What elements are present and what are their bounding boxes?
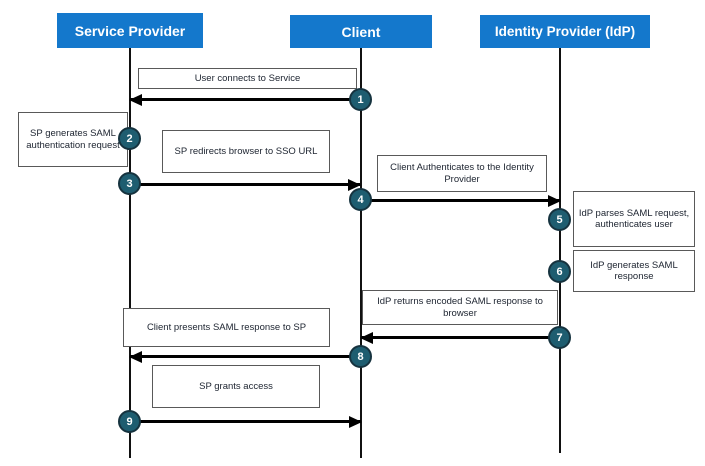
step-circle-6: 6 — [548, 260, 571, 283]
message-label-step3: SP redirects browser to SSO URL — [162, 130, 330, 173]
arrow-step3 — [130, 178, 361, 191]
arrow-step1 — [129, 93, 361, 106]
note-label-step2: SP generates SAML authentication request — [18, 112, 128, 167]
step-circle-9: 9 — [118, 410, 141, 433]
step-circle-1: 1 — [349, 88, 372, 111]
actor-header-service-provider: Service Provider — [57, 13, 203, 48]
lifeline-client — [360, 48, 362, 458]
actor-header-identity-provider: Identity Provider (IdP) — [480, 15, 650, 48]
arrowhead-right-icon — [348, 178, 361, 191]
arrow-step8 — [129, 350, 361, 363]
step-circle-4: 4 — [349, 188, 372, 211]
arrowhead-left-icon — [129, 350, 142, 363]
message-label-step7: IdP returns encoded SAML response to bro… — [362, 290, 558, 325]
arrowhead-right-icon — [548, 194, 561, 207]
actor-header-client: Client — [290, 15, 432, 48]
lifeline-identity-provider — [559, 48, 561, 453]
arrow-step7 — [360, 331, 560, 344]
message-label-step9: SP grants access — [152, 365, 320, 408]
step-circle-5: 5 — [548, 208, 571, 231]
arrow-step9 — [130, 415, 362, 428]
note-label-step5: IdP parses SAML request, authenticates u… — [573, 191, 695, 247]
step-circle-7: 7 — [548, 326, 571, 349]
step-circle-3: 3 — [118, 172, 141, 195]
lifeline-service-provider — [129, 48, 131, 458]
note-label-step6: IdP generates SAML response — [573, 250, 695, 292]
message-label-step4: Client Authenticates to the Identity Pro… — [377, 155, 547, 192]
arrowhead-right-icon — [349, 415, 362, 428]
arrowhead-left-icon — [360, 331, 373, 344]
step-circle-2: 2 — [118, 127, 141, 150]
arrow-step4 — [361, 194, 561, 207]
step-circle-8: 8 — [349, 345, 372, 368]
message-label-step8: Client presents SAML response to SP — [123, 308, 330, 347]
arrowhead-left-icon — [129, 93, 142, 106]
message-label-step1: User connects to Service — [138, 68, 357, 89]
